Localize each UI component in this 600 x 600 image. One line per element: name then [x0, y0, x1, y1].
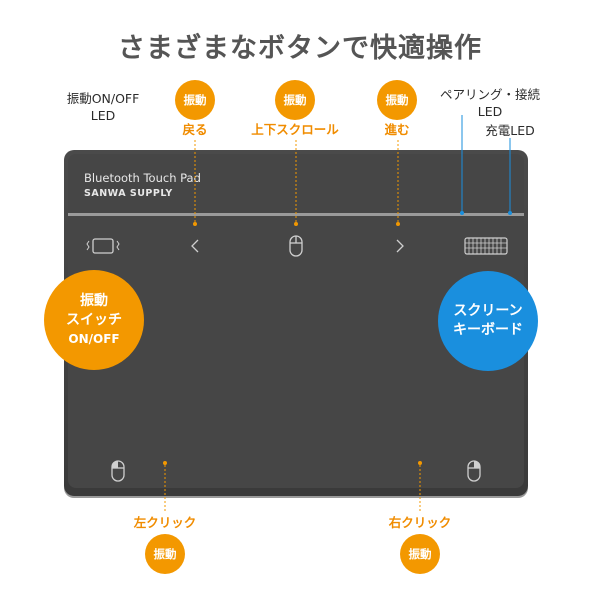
vibration-switch-callout: 振動 スイッチ ON/OFF [44, 270, 144, 370]
screen-keyboard-line1: スクリーン [453, 303, 523, 319]
pairing-led-label: ペアリング・接続 LED [439, 87, 540, 119]
vibration-badge-back: 振動 [175, 80, 215, 120]
chevron-left-icon[interactable] [188, 237, 202, 255]
vibration-switch-line2: スイッチ [66, 311, 122, 328]
left-click-label: 左クリック [133, 515, 197, 530]
vibration-badge-scroll: 振動 [275, 80, 315, 120]
back-label: 戻る [182, 122, 208, 137]
vibration-badge-right-click: 振動 [400, 534, 440, 574]
screen-keyboard-line2: キーボード [453, 322, 523, 338]
vibration-led-label: 振動ON/OFF LED [66, 91, 140, 123]
scroll-label: 上下スクロール [251, 122, 339, 137]
right-mouse-icon[interactable] [466, 459, 482, 483]
left-mouse-icon[interactable] [110, 459, 126, 483]
chevron-right-icon[interactable] [393, 237, 407, 255]
vibration-badge-left-click: 振動 [145, 534, 185, 574]
vibration-badge-forward: 振動 [377, 80, 417, 120]
mouse-icon[interactable] [288, 234, 304, 258]
vibration-switch-line3: ON/OFF [68, 331, 120, 346]
charge-led-label: 充電LED [485, 123, 535, 138]
screen-keyboard-callout: スクリーン キーボード [438, 271, 538, 371]
vibration-switch-line1: 振動 [80, 292, 108, 309]
vibration-icon[interactable] [86, 236, 120, 256]
brand-product-name: Bluetooth Touch Pad [84, 171, 201, 185]
right-click-label: 右クリック [388, 515, 452, 530]
forward-label: 進む [384, 122, 410, 137]
button-strip-divider [68, 213, 524, 216]
page-title: さまざまなボタンで快適操作 [118, 33, 482, 64]
brand-maker: SANWA SUPPLY [84, 188, 173, 199]
keyboard-icon[interactable] [464, 236, 508, 256]
